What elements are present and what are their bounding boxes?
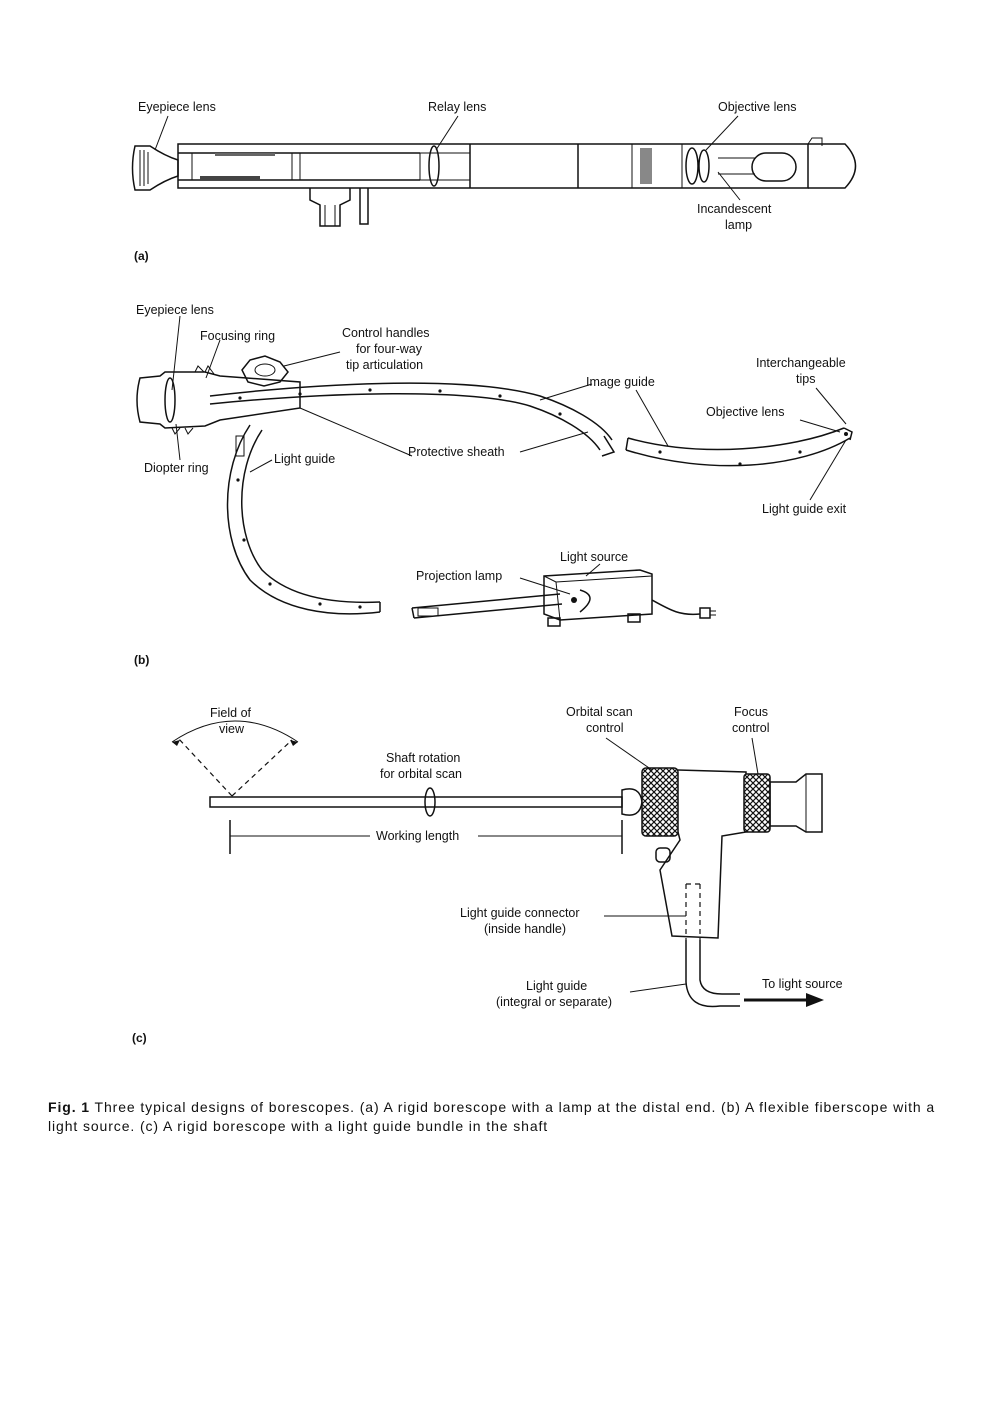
figure-caption: Fig. 1 Three typical designs of borescop… xyxy=(48,1098,948,1136)
label-light-guide-c-line2: (integral or separate) xyxy=(496,995,612,1009)
label-light-guide-connector-line2: (inside handle) xyxy=(484,922,566,936)
label-eyepiece-lens-a: Eyepiece lens xyxy=(138,100,216,114)
label-light-guide-c-line1: Light guide xyxy=(526,979,587,993)
label-working-length: Working length xyxy=(376,829,459,843)
label-diopter-ring: Diopter ring xyxy=(144,461,209,475)
panel-tag-a: (a) xyxy=(134,249,149,263)
figure-caption-text: Three typical designs of borescopes. (a)… xyxy=(48,1099,936,1134)
label-shaft-rotation-line1: Shaft rotation xyxy=(386,751,460,765)
label-light-guide-exit: Light guide exit xyxy=(762,502,847,516)
label-protective-sheath: Protective sheath xyxy=(408,445,505,459)
label-control-handles-line2: for four-way xyxy=(356,342,423,356)
label-shaft-rotation-line2: for orbital scan xyxy=(380,767,462,781)
label-objective-lens-a: Objective lens xyxy=(718,100,797,114)
label-projection-lamp: Projection lamp xyxy=(416,569,502,583)
label-orbital-scan-line1: Orbital scan xyxy=(566,705,633,719)
label-interchangeable-tips-line2: tips xyxy=(796,372,815,386)
label-focus-control-line1: Focus xyxy=(734,705,768,719)
label-objective-lens-b: Objective lens xyxy=(706,405,785,419)
label-light-guide-connector-line1: Light guide connector xyxy=(460,906,580,920)
label-field-of-view-line2: view xyxy=(219,722,245,736)
panel-tag-b: (b) xyxy=(134,653,149,667)
panel-tag-c: (c) xyxy=(132,1031,147,1045)
label-focus-control-line2: control xyxy=(732,721,770,735)
label-eyepiece-lens-b: Eyepiece lens xyxy=(136,303,214,317)
panel-b-flexible-fiberscope xyxy=(136,315,853,627)
label-to-light-source: To light source xyxy=(762,977,843,991)
label-light-source: Light source xyxy=(560,550,628,564)
label-interchangeable-tips-line1: Interchangeable xyxy=(756,356,846,370)
label-relay-lens: Relay lens xyxy=(428,100,486,114)
label-control-handles-line1: Control handles xyxy=(342,326,430,340)
label-image-guide: Image guide xyxy=(586,375,655,389)
panel-a-rigid-borescope xyxy=(131,115,857,227)
label-incandescent-lamp-line2: lamp xyxy=(725,218,752,232)
label-incandescent-lamp-line1: Incandescent xyxy=(697,202,772,216)
label-control-handles-line3: tip articulation xyxy=(346,358,423,372)
label-light-guide-b: Light guide xyxy=(274,452,335,466)
label-focusing-ring: Focusing ring xyxy=(200,329,275,343)
panel-c-rigid-borescope-light-guide xyxy=(171,720,824,1008)
figure-number: Fig. 1 xyxy=(48,1099,90,1115)
label-orbital-scan-line2: control xyxy=(586,721,624,735)
label-field-of-view-line1: Field of xyxy=(210,706,252,720)
